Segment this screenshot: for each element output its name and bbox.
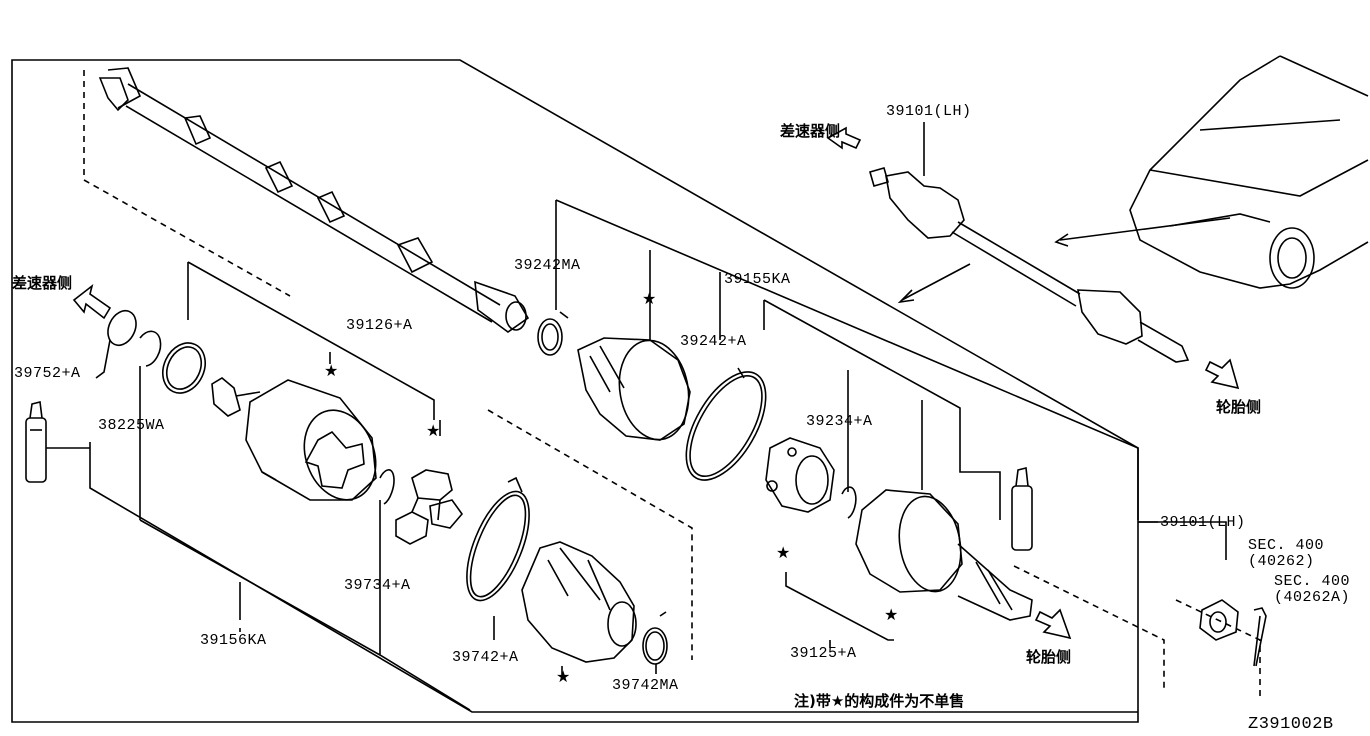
label-sec400-b: SEC. 400	[1274, 573, 1351, 590]
label-diff-side-left: 差速器侧	[12, 274, 73, 292]
direction-line-car	[1059, 217, 1231, 241]
grease-tube-left	[25, 401, 47, 483]
label-wheel-side-top: 轮胎侧	[1216, 398, 1262, 416]
label-39752a: 39752+A	[14, 365, 81, 382]
arrow-diff-top	[826, 126, 862, 150]
band-39242	[685, 367, 767, 481]
star-marker: ★	[426, 421, 440, 440]
label-wheel-side-bottom: 轮胎侧	[1026, 648, 1072, 666]
label-38225wa: 38225WA	[98, 417, 165, 434]
label-39242ma: 39242MA	[514, 257, 581, 274]
label-diff-side-top: 差速器侧	[780, 122, 841, 140]
label-39156ka: 39156KA	[200, 632, 267, 649]
nut-dashed-guide	[1013, 565, 1261, 700]
cotter-pin	[1253, 607, 1267, 667]
boot-dashed-guide	[487, 409, 693, 660]
star-marker: ★	[556, 667, 570, 686]
label-39155ka: 39155KA	[724, 271, 791, 288]
grease-tube-right	[1011, 467, 1033, 551]
star-marker: ★	[884, 605, 898, 624]
clamp-39242ma	[537, 311, 569, 356]
drive-shaft	[98, 67, 530, 333]
clamp-39742ma	[642, 611, 668, 665]
ring-39752	[107, 309, 137, 347]
label-39742a: 39742+A	[452, 649, 519, 666]
group-39126-frame	[187, 261, 435, 420]
car-outline	[1129, 55, 1369, 289]
arrow-wheel-bottom	[1034, 608, 1072, 640]
footnote: 注)带★的构成件为不单售	[794, 692, 965, 710]
label-sec400-a-ref: (40262)	[1248, 553, 1315, 570]
label-sec400-a: SEC. 400	[1248, 537, 1325, 554]
inner-boot	[521, 541, 637, 663]
label-sec400-b-ref: (40262A)	[1274, 589, 1351, 606]
inner-race	[765, 437, 835, 513]
label-39101-lh-top: 39101(LH)	[886, 103, 972, 120]
frame-outline	[11, 59, 1139, 723]
label-39242a: 39242+A	[680, 333, 747, 350]
label-39234a: 39234+A	[806, 413, 873, 430]
shaft-dashed-guide	[83, 70, 291, 297]
star-marker: ★	[642, 289, 656, 308]
assembled-shaft	[869, 167, 1190, 363]
label-39734a: 39734+A	[344, 577, 411, 594]
snap-ring-38225	[139, 330, 162, 367]
group-39155-frame	[555, 199, 1139, 520]
outer-boot	[577, 337, 691, 441]
star-marker: ★	[776, 543, 790, 562]
band-ring	[162, 342, 206, 394]
star-marker: ★	[324, 361, 338, 380]
outer-joint	[855, 489, 1033, 621]
label-39125a: 39125+A	[790, 645, 857, 662]
hub-nut	[1199, 599, 1239, 641]
label-39126a: 39126+A	[346, 317, 413, 334]
label-39742ma: 39742MA	[612, 677, 679, 694]
label-39101-lh-right: 39101(LH)	[1160, 514, 1246, 531]
tripod-housing	[211, 377, 377, 501]
snap-ring-39234	[841, 486, 857, 519]
band-39742	[466, 476, 530, 602]
arrow-wheel-top	[1204, 358, 1240, 390]
diagram-code: Z391002B	[1248, 715, 1334, 734]
arrow-diff-left	[72, 283, 112, 320]
spider-tripod	[395, 469, 464, 545]
